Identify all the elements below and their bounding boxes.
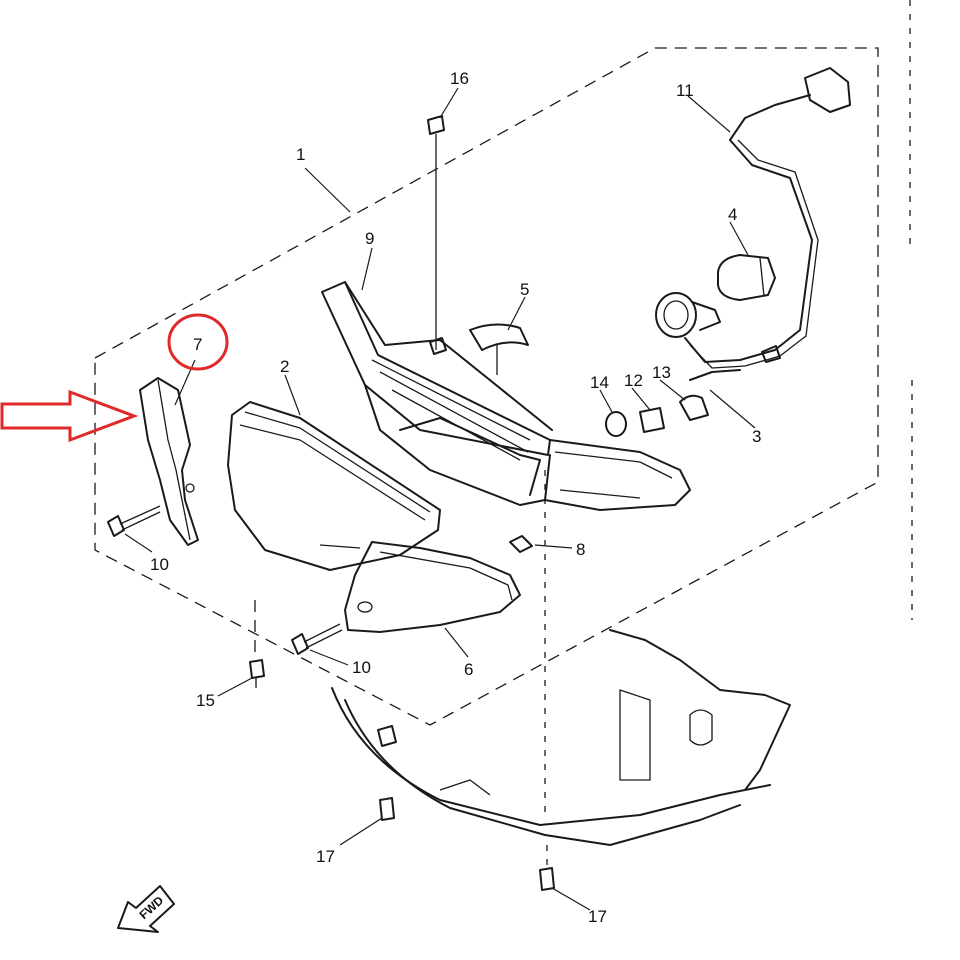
highlight-circle [167, 313, 229, 371]
bolt-16 [427, 115, 445, 350]
socket-13 [679, 394, 709, 421]
bolt-17-left [379, 797, 395, 821]
grommet-14 [605, 411, 627, 437]
bolt-17-right [539, 845, 555, 891]
fwd-label: FWD [137, 893, 167, 922]
lens-6 [344, 541, 521, 633]
scan-edge-marks [909, 0, 913, 620]
nut-8 [509, 470, 546, 820]
callout-4: 4 [728, 205, 737, 224]
callout-13: 13 [652, 363, 671, 382]
bolt-15 [249, 659, 265, 688]
lower-bracket [331, 629, 791, 846]
screw-10-left [107, 505, 161, 537]
callout-6: 6 [464, 660, 473, 679]
socket-and-harness-3 [655, 67, 851, 381]
callout-17-left: 17 [316, 847, 335, 866]
cover-7 [139, 377, 199, 546]
callout-8: 8 [576, 540, 585, 559]
screw-10-right [291, 623, 343, 655]
callout-10-left: 10 [150, 555, 169, 574]
callout-15: 15 [196, 691, 215, 710]
callout-labels: 1 2 3 4 5 6 7 8 9 10 10 11 12 13 14 15 1… [150, 69, 761, 926]
callout-14: 14 [590, 373, 609, 392]
callout-9: 9 [365, 229, 374, 248]
bulb-4 [717, 254, 776, 301]
callout-2: 2 [280, 357, 289, 376]
callout-17-right: 17 [588, 907, 607, 926]
leader-lines [124, 87, 756, 911]
headlight-housing-9 [321, 281, 691, 511]
callout-7: 7 [193, 335, 202, 354]
highlight-annotations [0, 313, 229, 443]
callout-11: 11 [676, 81, 694, 100]
callout-16: 16 [450, 69, 469, 88]
sticker-5 [469, 323, 529, 375]
bulb-12 [639, 407, 665, 433]
callout-3: 3 [752, 427, 761, 446]
fwd-arrow: FWD [117, 885, 175, 933]
callout-5: 5 [520, 280, 529, 299]
callout-10-right: 10 [352, 658, 371, 677]
callout-1: 1 [296, 145, 305, 164]
highlight-arrow [0, 389, 139, 443]
assembly-boundary [94, 47, 879, 726]
callout-12: 12 [624, 371, 643, 390]
